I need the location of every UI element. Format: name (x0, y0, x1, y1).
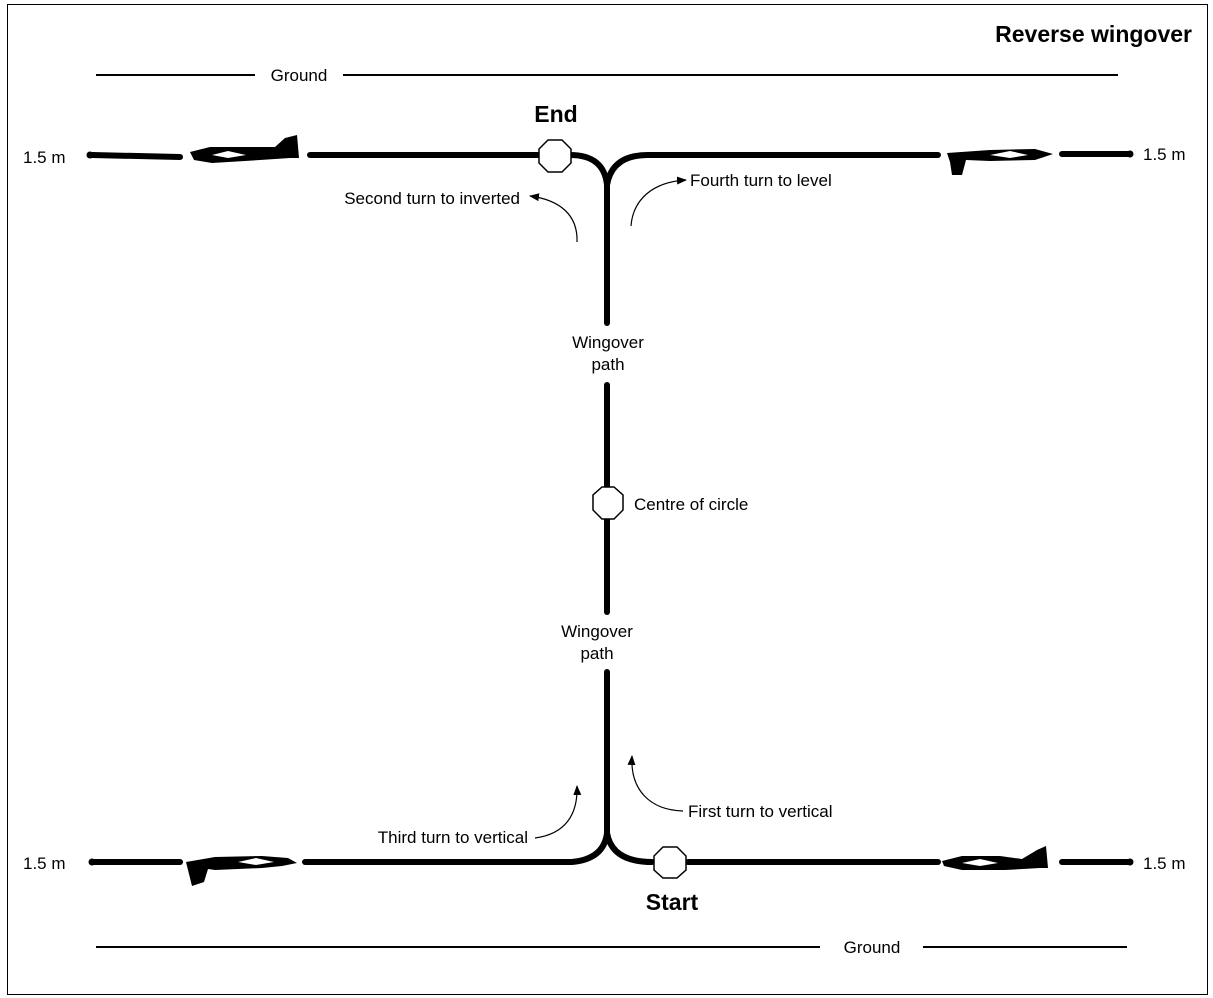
aircraft-top-right-icon (947, 149, 1053, 175)
wingover-path-label-lower-2: path (580, 644, 613, 663)
wingover-path-label-upper-2: path (591, 355, 624, 374)
second-turn-label: Second turn to inverted (344, 189, 520, 208)
ground-label-bottom: Ground (844, 938, 901, 957)
centre-of-circle-label: Centre of circle (634, 495, 748, 514)
diagram-frame (7, 4, 1208, 995)
height-label-bottom-left: 1.5 m (23, 854, 66, 873)
end-label: End (534, 101, 577, 127)
height-label-top-right: 1.5 m (1143, 145, 1186, 164)
aircraft-top-left-icon (190, 135, 299, 163)
first-turn-label: First turn to vertical (688, 802, 833, 821)
wingover-path-label-upper-1: Wingover (572, 333, 644, 352)
aircraft-bottom-left-icon (186, 856, 297, 886)
path-top-left-segment (89, 152, 183, 160)
wingover-path-label-lower-1: Wingover (561, 622, 633, 641)
path-top-turn-left (567, 152, 610, 188)
diagram-title: Reverse wingover (995, 21, 1192, 47)
start-point-marker (653, 846, 687, 879)
aircraft-bottom-right-icon (942, 846, 1048, 870)
third-turn-label: Third turn to vertical (378, 828, 528, 847)
centre-point-marker (592, 486, 624, 520)
fourth-turn-arrow (630, 176, 687, 227)
height-label-top-left: 1.5 m (23, 148, 66, 167)
path-top-turn-right (604, 152, 941, 188)
path-bottom-turn-right (604, 830, 655, 865)
start-label: Start (646, 889, 699, 915)
end-point-marker (538, 139, 572, 173)
first-turn-arrow (627, 755, 684, 812)
ground-label-top: Ground (271, 66, 328, 85)
fourth-turn-label: Fourth turn to level (690, 171, 832, 190)
third-turn-arrow (534, 785, 582, 839)
height-label-bottom-right: 1.5 m (1143, 854, 1186, 873)
second-turn-arrow (529, 193, 578, 243)
